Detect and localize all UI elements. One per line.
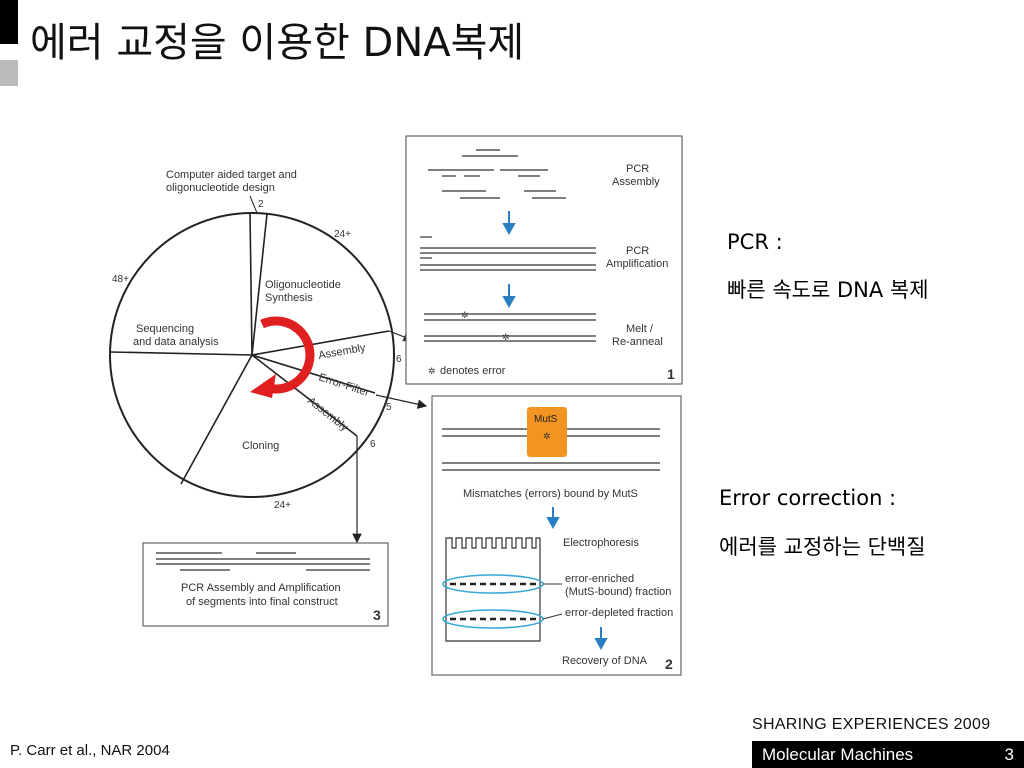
pcr-assembly-1: PCR: [626, 163, 649, 175]
n-2: 2: [258, 199, 264, 210]
design-label-2: oligonucleotide design: [166, 182, 275, 194]
design-label-1: Computer aided target and: [166, 169, 297, 181]
depleted-label: error-depleted fraction: [565, 607, 673, 619]
citation: P. Carr et al., NAR 2004: [10, 742, 170, 759]
gel-comb: [445, 537, 541, 549]
cloning-label: Cloning: [242, 440, 279, 452]
box-3-line-2: of segments into final construct: [186, 596, 338, 608]
muts-protein: [527, 407, 567, 457]
legend-star: ✲: [428, 366, 436, 376]
recovery-label: Recovery of DNA: [562, 655, 648, 667]
error-star-2: ✲: [502, 332, 510, 342]
error-correction-heading: Error correction :: [719, 486, 897, 510]
box-1-number: 1: [667, 366, 675, 382]
box-2-number: 2: [665, 656, 673, 672]
box-3-line-1: PCR Assembly and Amplification: [181, 582, 341, 594]
mismatch-label: Mismatches (errors) bound by MutS: [463, 488, 638, 500]
n-48: 48+: [112, 274, 129, 285]
footer-tag: SHARING EXPERIENCES 2009: [752, 716, 991, 733]
footer-bar: Molecular Machines 3: [752, 741, 1024, 768]
slide-title: 에러 교정을 이용한 DNA복제: [30, 20, 525, 66]
pcr-amp-1: PCR: [626, 245, 649, 257]
box-1-pcr: ✲ ✲ PCR Assembly PCR Amplification Melt …: [405, 135, 683, 385]
pcr-heading: PCR :: [727, 230, 783, 254]
box-3-final-construct: PCR Assembly and Amplification of segmen…: [142, 542, 389, 627]
enriched-label-2: (MutS-bound) fraction: [565, 586, 671, 598]
box-2-error-filter: MutS ✲ Mismatches (errors) bound by MutS…: [431, 395, 682, 676]
error-correction-description: 에러를 교정하는 단백질: [719, 535, 926, 559]
cycle-arrowhead: [250, 374, 276, 398]
muts-label: MutS: [534, 414, 558, 425]
pcr-description: 빠른 속도로 DNA 복제: [727, 278, 929, 302]
page-number: 3: [1004, 745, 1014, 764]
n-5: 5: [386, 402, 392, 413]
process-pie: [109, 212, 395, 498]
melt-2: Re-anneal: [612, 336, 663, 348]
cycle-arrow: [260, 316, 315, 394]
synthesis-label-1: Oligonucleotide: [265, 279, 341, 291]
synthesis-label-2: Synthesis: [265, 292, 313, 304]
n-24a: 24+: [334, 229, 351, 240]
box-3-number: 3: [373, 607, 381, 623]
muts-error-star: ✲: [543, 431, 551, 441]
enriched-label-1: error-enriched: [565, 573, 634, 585]
sequencing-label-1: Sequencing: [136, 323, 194, 335]
edge-tab-gray: [0, 60, 18, 86]
melt-1: Melt /: [626, 323, 654, 335]
n-6a: 6: [396, 354, 402, 365]
legend-text: denotes error: [440, 365, 506, 377]
n-24b: 24+: [274, 500, 291, 511]
footer-label: Molecular Machines: [762, 745, 914, 764]
pcr-amp-2: Amplification: [606, 258, 668, 270]
n-6b: 6: [370, 439, 376, 450]
pcr-assembly-2: Assembly: [612, 176, 660, 188]
edge-tab-black: [0, 0, 18, 44]
sequencing-label-2: and data analysis: [133, 336, 219, 348]
error-star-1: ✲: [461, 310, 469, 320]
electro-label: Electrophoresis: [563, 537, 639, 549]
